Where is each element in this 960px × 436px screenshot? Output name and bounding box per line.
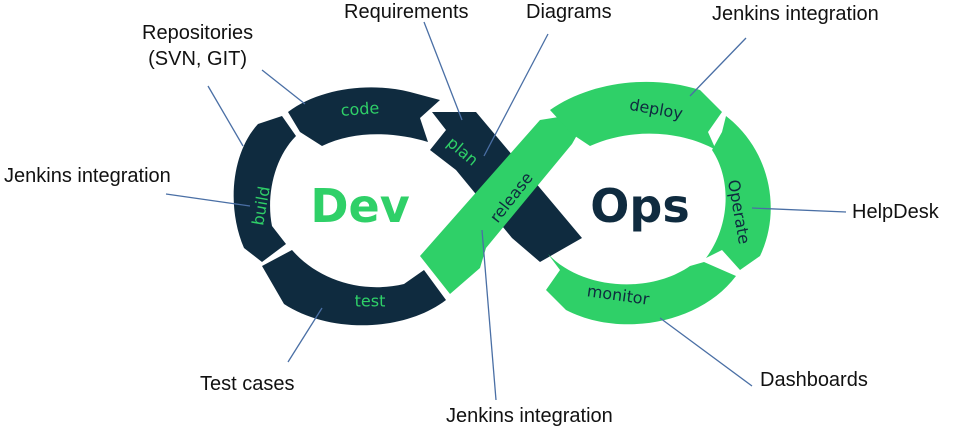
leader-repositories-b: [207, 85, 244, 147]
leader-jenkins-left: [165, 193, 251, 207]
leader-jenkins-bottom: [481, 229, 497, 401]
ops-label: Ops: [590, 179, 689, 233]
callout-dashboards: Dashboards: [760, 369, 868, 391]
callout-diagrams: Diagrams: [526, 1, 612, 23]
segment-code: [288, 87, 440, 146]
leader-test-cases: [287, 307, 323, 363]
segment-label-test: test: [355, 292, 386, 311]
callout-repositories-line2: (SVN, GIT): [148, 48, 248, 70]
leader-requirements: [423, 21, 463, 121]
leader-dashboards: [659, 317, 753, 387]
callout-jenkins-left: Jenkins integration: [4, 165, 171, 187]
segment-release: [420, 112, 590, 294]
segment-monitor: [546, 254, 736, 325]
ops-loop: [420, 81, 771, 325]
callout-repositories-line1: Repositories: [142, 22, 254, 44]
callout-jenkins-top: Jenkins integration: [712, 3, 879, 25]
callout-repositories: Repositories (SVN, GIT): [142, 20, 253, 72]
segment-test: [262, 250, 446, 326]
leader-jenkins-top: [689, 37, 747, 97]
callout-requirements: Requirements: [344, 1, 469, 23]
segment-label-code: code: [340, 98, 380, 120]
leader-helpdesk: [751, 207, 847, 213]
callout-jenkins-bottom: Jenkins integration: [446, 405, 613, 427]
dev-label: Dev: [310, 179, 409, 233]
leader-repositories-a: [261, 69, 306, 105]
leader-diagrams: [483, 33, 549, 157]
segment-build: [233, 116, 296, 262]
segment-deploy: [550, 81, 722, 150]
segment-operate: [706, 116, 771, 270]
callout-test-cases: Test cases: [200, 373, 295, 395]
leader-lines: [165, 21, 847, 401]
callout-helpdesk: HelpDesk: [852, 201, 939, 223]
